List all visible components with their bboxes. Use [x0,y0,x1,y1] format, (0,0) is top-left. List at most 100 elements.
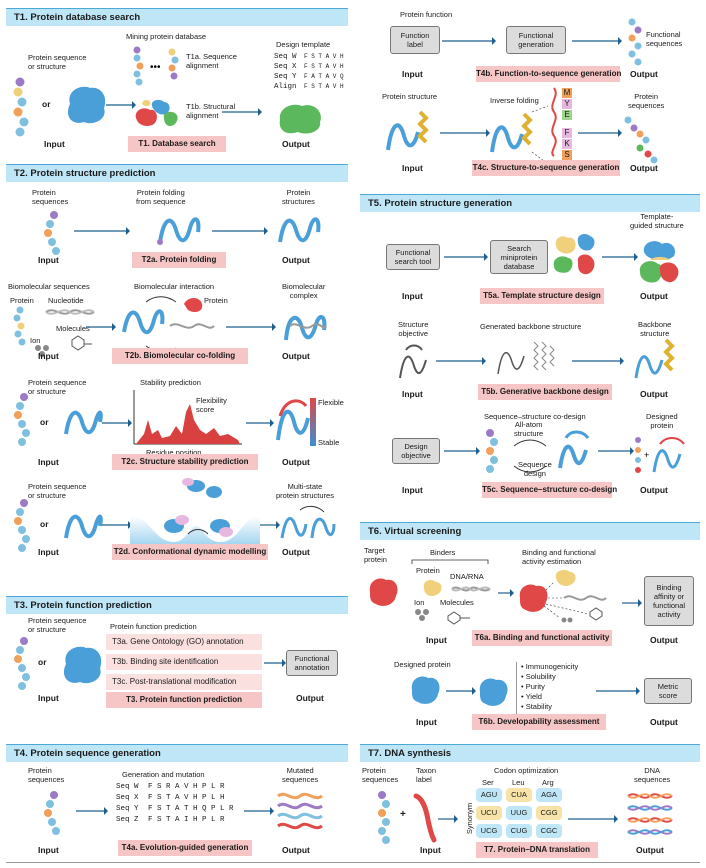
t1-seq-name-2: Seq Y [274,73,297,81]
t5c-seq-chain-icon [486,429,498,473]
t4c-banner: T4c. Structure-to-sequence generation [472,160,620,176]
t1-mining-label: Mining protein database [126,32,207,41]
t3-output-box: Functional annotation [286,650,338,676]
t6-protein-binder-icon [423,580,442,596]
t2b-interaction-icon [122,296,215,353]
t6-molecule-icon [447,611,470,625]
t6a-input: Input [426,635,447,645]
t1-design-template-label: Design template [276,40,331,49]
t2c-arrow-1 [102,419,132,427]
t4b-arrow-2 [572,37,622,45]
t2b-title: Biomolecular sequences [8,282,90,291]
t6b-banner: T6b. Developability assessment [472,714,606,730]
t3-structure-blob-icon [63,646,102,684]
t6-bullet-0-text: Immunogenicity [525,662,579,671]
t2d-output-icon [280,505,336,539]
t7-output: Output [636,845,664,855]
t5a-output-structure-icon [639,241,679,283]
section-t5-header: T5. Protein structure generation [360,194,700,212]
t4b-output-seqs-icon [628,18,642,66]
t2a-output-structure-icon [278,217,321,243]
t1-seq-name-0: Seq W [274,53,297,61]
t1-database-structures-icon [135,99,178,126]
t2a-mid-label: Protein folding from sequence [136,188,186,206]
t5b-input: Input [402,389,423,399]
t5c-mid-label: Sequence–structure co-design [484,412,586,421]
t6-dna-label: DNA/RNA [450,572,484,581]
section-t6-header: T6. Virtual screening [360,522,700,540]
t4a-input: Input [38,845,59,855]
t2b-protein2: Protein [204,296,228,305]
t4a-arrow-2 [244,807,274,815]
t4c-arrow-2 [578,129,622,137]
t2d-or: or [40,519,49,529]
t3-mid-label: Protein function prediction [110,622,197,631]
t7-sequence-chain-icon [378,791,390,844]
t4a-arrow-1 [76,807,108,815]
section-t4-header: T4. Protein sequence generation [6,744,348,762]
t6-estimation-icon [519,570,607,623]
t4a-seq-name-0: Seq W [116,783,139,791]
t2a-output-label: Protein structures [282,188,315,206]
t7-arrow-1 [438,815,458,823]
t6-bullet-3: • Yield [521,692,542,701]
t2b-inputs-icons [13,306,95,357]
t2a-folded-protein-icon [157,217,201,245]
t6b-assessed-protein-icon [479,678,508,706]
t7-dna-output-icon [627,793,673,835]
t1-seq-name-3: Align [274,83,297,91]
t6-ion-label: Ion [414,598,425,607]
t2c-structure-icon [64,410,103,435]
t6-estimation-label: Binding and functional activity estimati… [522,548,596,566]
t5a-arrow-2 [602,253,638,261]
t5c-arrow-1 [444,447,480,455]
t5b-output-label: Backbone structure [638,320,672,338]
t5b-objective-structure-icon [399,344,427,379]
t4c-inverse-folding-icon [490,105,549,165]
t4a-input-label: Protein sequences [28,766,65,784]
t2c-input: Input [38,457,59,467]
t2b-mid-label: Biomolecular interaction [134,282,215,291]
t4c-structure-icon [386,110,429,151]
svg-text:•••: ••• [150,62,161,73]
t2c-stability-label: Stability prediction [140,378,201,387]
t6b-input: Input [416,717,437,727]
t4b-input: Input [402,69,423,79]
t4c-input-label: Protein structure [382,92,438,101]
t2c-flex-label: Flexibility score [196,396,227,414]
section-t3-header: T3. Protein function prediction [6,596,348,614]
t6-binders-bracket [411,559,489,564]
section-t2-header: T2. Protein structure prediction [6,164,348,182]
t6-arrow-1 [498,589,514,597]
t1-seq-val-2: F A T A V Q [304,73,344,80]
t2a-sequence-chain-icon [44,211,60,255]
t2d-banner: T2d. Conformational dynamic modelling [112,544,268,560]
t6-metric-box: Metric score [644,678,692,704]
t2b-complex-icon [284,314,327,341]
t5a-search-tool-box: Functional search tool [386,244,440,270]
t4c-arrow-1 [440,129,490,137]
t2b-arrow-2 [226,323,276,331]
t4b-top-label: Protein function [400,10,453,19]
section-t3: T3. Protein function prediction Protein … [6,596,348,708]
t5b-output: Output [640,389,668,399]
t6-bullet-3-text: Yield [525,692,542,701]
t7-codon-0-0: AGU [476,788,502,802]
t2d-input-label: Protein sequence or structure [28,482,87,500]
t6-designed-protein-icon [411,676,440,704]
t4a-seq-val-3: F S T A I H P L R [148,816,225,824]
t2c-output: Output [282,457,310,467]
t5b-backbone-icon [497,341,555,375]
t7-codon-1-1: UUG [506,806,532,820]
t2a-input: Input [38,255,59,265]
t6-molecules-label: Molecules [440,598,474,607]
t2c-color-scale [310,398,316,446]
t5a-miniproteins-icon [553,234,595,275]
t1a-label: T1a. Sequence alignment [186,52,237,70]
t7-codon-1-0: UCU [476,806,502,820]
t6-target-label: Target protein [364,546,387,564]
t2c-output-icon [276,399,310,441]
t2d-arrow-2 [260,521,280,529]
t1-database-seqs-icon: ••• [133,46,179,86]
t7-codon-2-2: CGC [536,824,562,838]
